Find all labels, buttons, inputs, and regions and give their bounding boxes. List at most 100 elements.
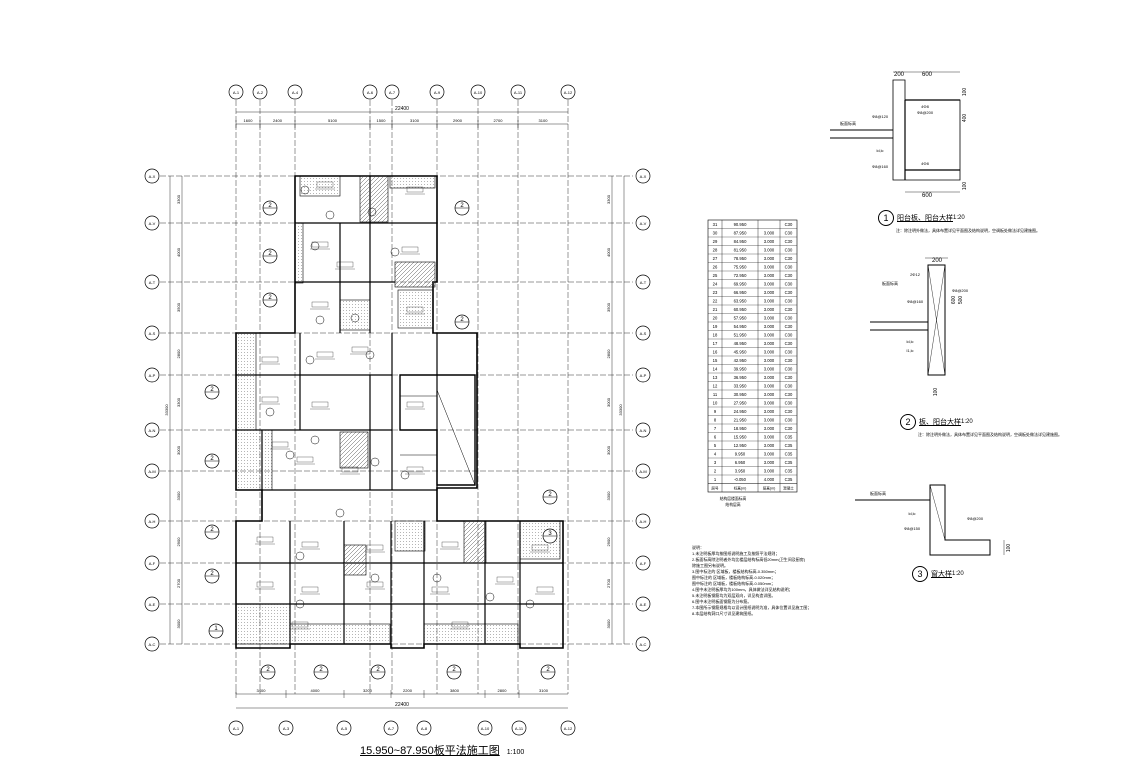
table-cell: C30 — [785, 375, 793, 380]
axis-bubble-top — [362, 84, 378, 100]
hatched-slab-zone — [463, 520, 487, 564]
dim-top: 2900 — [453, 118, 463, 123]
section-callout-left-num: 2 — [268, 295, 272, 301]
table-footer-cell: 层号 — [711, 486, 719, 491]
hatched-slab-zone — [289, 623, 391, 645]
table-cell: 24 — [713, 282, 718, 287]
detail-1-dim-600b: 600 — [922, 193, 933, 199]
slab-number-circle — [367, 207, 377, 217]
table-caption: 结构层楼面标高 — [720, 496, 747, 501]
section-callout-right-num: 2 — [460, 317, 464, 323]
hatched-slab-zone — [359, 175, 389, 223]
detail-2-cross — [927, 264, 946, 376]
table-cell: C30 — [785, 392, 793, 397]
detail-2-dim-500: 500 — [958, 296, 964, 305]
detail-3-dim-100: 100 — [1006, 544, 1012, 553]
axis-label-bottom: A-3 — [283, 726, 290, 731]
slab-number-circle — [325, 210, 335, 220]
table-cell: C30 — [785, 418, 793, 423]
axis-bubble-bottom — [477, 720, 493, 736]
table-cell: C30 — [785, 409, 793, 414]
table-cell: 63.950 — [734, 299, 747, 304]
axis-label-bottom: A-8 — [421, 726, 428, 731]
table-cell: 3.000 — [764, 409, 775, 414]
dim-top: 3100 — [410, 118, 420, 123]
table-cell: 15 — [713, 358, 718, 363]
slab-number-circle — [370, 457, 380, 467]
note-line: 图中标注的 区域板，楼板结构标高-0.050mm； — [692, 581, 776, 586]
dim-top: 2700 — [494, 118, 504, 123]
dim-right-total: 33300 — [618, 404, 623, 416]
table-cell: 4.000 — [764, 477, 775, 482]
detail-2-tag-elev: 板面标高 — [882, 280, 898, 286]
table-cell: 69.950 — [734, 282, 747, 287]
axis-bubble-left — [144, 168, 160, 184]
slab-number-circle — [485, 592, 495, 602]
slab-tag-box — [291, 621, 309, 628]
detail-1-number: 1 — [878, 210, 894, 226]
table-cell: C30 — [785, 350, 793, 355]
axis-label-top: A-12 — [564, 90, 573, 95]
dim-left: 2700 — [176, 578, 181, 588]
detail-1-dim-100b: 100 — [962, 182, 968, 191]
section-callout-left-num: 2 — [210, 456, 214, 462]
hatched-slab-zone — [343, 544, 367, 576]
table-cell: C30 — [785, 341, 793, 346]
table-cell: 3.000 — [764, 358, 775, 363]
table-cell: 78.950 — [734, 256, 747, 261]
dim-right: 3000 — [606, 397, 611, 407]
axis-label-right: A-M — [639, 469, 646, 474]
table-footer-cell: 标高(m) — [734, 486, 747, 491]
detail-2-rebar-b: Φ8@200 — [952, 288, 969, 293]
table-cell: 12.950 — [734, 443, 747, 448]
slab-number-circle — [310, 435, 320, 445]
table-cell: 9 — [714, 409, 717, 414]
detail-1-dim-200: 200 — [894, 72, 905, 78]
detail-2-scale: 1:20 — [961, 419, 973, 425]
dim-top: 1500 — [377, 118, 387, 123]
dim-bottom: 3200 — [363, 688, 373, 693]
table-cell: 21.950 — [734, 418, 747, 423]
table-cell: 3.000 — [764, 316, 775, 321]
table-cell: 25 — [713, 273, 718, 278]
slab-tag-box — [336, 261, 354, 268]
axis-bubble-left — [144, 463, 160, 479]
axis-bubble-left — [144, 422, 160, 438]
table-cell: 24.950 — [734, 409, 747, 414]
slab-number-circle — [432, 573, 442, 583]
axis-bubble-bottom — [336, 720, 352, 736]
table-cell: 3.000 — [764, 265, 775, 270]
table-cell: 2 — [714, 469, 717, 474]
slab-number-circle — [295, 599, 305, 609]
table-cell: C30 — [785, 239, 793, 244]
slab-tag-box — [301, 586, 319, 593]
detail-1-scale: 1:20 — [953, 215, 965, 221]
slab-number-circle — [310, 241, 320, 251]
table-cell: 39.950 — [734, 367, 747, 372]
axis-bubble-top — [384, 84, 400, 100]
detail-3-tag-elev: 板面标高 — [870, 490, 886, 496]
dim-left: 3300 — [176, 491, 181, 501]
slab-tag-box — [406, 466, 424, 473]
dim-bottom: 2800 — [498, 688, 508, 693]
hatched-slab-zone — [397, 289, 434, 329]
dim-left: 3300 — [176, 397, 181, 407]
table-cell: C30 — [785, 333, 793, 338]
axis-bubble-right — [635, 596, 651, 612]
table-cell: C30 — [785, 290, 793, 295]
table-cell: C30 — [785, 265, 793, 270]
detail-1-rebar-d: 4Φ8 — [921, 161, 929, 166]
axis-bubble-left — [144, 596, 160, 612]
slab-tag-box — [401, 246, 419, 253]
hatched-slab-zone — [299, 175, 341, 197]
dim-right: 4000 — [606, 247, 611, 257]
section-callout-right-num: 3 — [548, 531, 552, 537]
slab-tag-box — [311, 301, 329, 308]
axis-label-right: A-N — [640, 428, 647, 433]
table-cell: 84.950 — [734, 239, 747, 244]
slab-tag-box — [431, 586, 449, 593]
axis-bubble-right — [635, 555, 651, 571]
note-line: 8.本层结构洞口尺寸详见建筑图纸。 — [692, 611, 756, 616]
